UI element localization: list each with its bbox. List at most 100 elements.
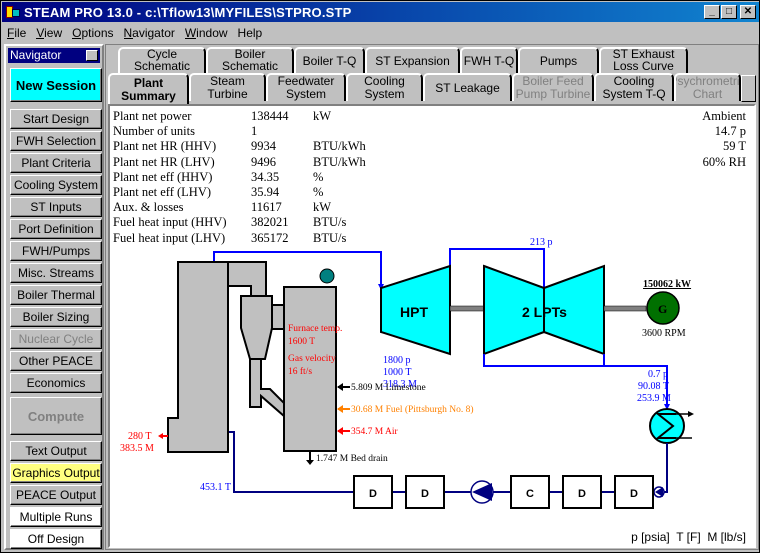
heater-type-label: D xyxy=(421,488,429,500)
maximize-icon: □ xyxy=(725,6,733,17)
nav-button-fwh-pumps[interactable]: FWH/Pumps xyxy=(10,241,102,261)
app-icon[interactable] xyxy=(5,4,21,20)
cyclone[interactable] xyxy=(240,295,273,360)
new-session-button[interactable]: New Session xyxy=(10,68,102,102)
cyclone-duct xyxy=(271,304,285,330)
nav-button-text-output[interactable]: Text Output xyxy=(10,441,102,461)
summary-value: 9496 xyxy=(251,154,276,169)
generator[interactable] xyxy=(646,291,680,325)
nav-button-start-design[interactable]: Start Design xyxy=(10,109,102,129)
nav-button-off-design[interactable]: Off Design xyxy=(10,529,102,549)
summary-value: 138444 xyxy=(251,109,289,123)
main-steam-line xyxy=(213,251,382,288)
tab-st-leakage[interactable]: ST Leakage xyxy=(423,73,512,101)
menu-accel-underline xyxy=(36,37,45,39)
nav-button-nuclear-cycle[interactable]: Nuclear Cycle xyxy=(10,329,102,349)
tab-label-line1: ST Expansion xyxy=(375,53,450,68)
summary-unit: % xyxy=(313,169,324,184)
main-steam-temp: 1000 T xyxy=(383,367,411,378)
tab-psychrometric-chart[interactable]: PsychrometricChart xyxy=(674,73,741,101)
tab-fwh-t-q[interactable]: FWH T-Q xyxy=(460,47,518,73)
minimize-button[interactable]: _ xyxy=(704,5,720,19)
steam-drum xyxy=(319,268,335,284)
menu-label: Window xyxy=(184,25,228,40)
tab-label: ST Expansion xyxy=(375,53,450,68)
summary-value: 382021 xyxy=(251,215,289,230)
tab-pumps[interactable]: Pumps xyxy=(518,47,599,73)
nav-button-peace-output[interactable]: PEACE Output xyxy=(10,485,102,505)
nav-button-boiler-sizing[interactable]: Boiler Sizing xyxy=(10,307,102,327)
summary-value: 1 xyxy=(251,124,258,139)
nav-button-boiler-thermal[interactable]: Boiler Thermal xyxy=(10,285,102,305)
menu-file[interactable]: File xyxy=(2,26,31,40)
nav-button-graphics-output[interactable]: Graphics Output xyxy=(10,463,102,483)
tab-label-line1: Pumps xyxy=(539,53,578,68)
maximize-button[interactable]: □ xyxy=(721,5,737,19)
feedwater-heater-2[interactable] xyxy=(405,475,445,509)
nav-button-other-peace[interactable]: Other PEACE xyxy=(10,351,102,371)
menu-help[interactable]: Help xyxy=(233,26,268,40)
title-bar[interactable]: STEAM PRO 13.0 - c:\Tflow13\MYFILES\STPR… xyxy=(2,2,759,22)
feedwater-heater-1[interactable] xyxy=(353,475,393,509)
close-button[interactable]: ✕ xyxy=(740,5,756,19)
summary-label: Aux. & losses xyxy=(113,200,184,215)
tab-st-expansion[interactable]: ST Expansion xyxy=(365,47,460,73)
navigator-close-icon[interactable] xyxy=(86,50,98,61)
menu-view[interactable]: View xyxy=(31,26,67,40)
main-steam-flow: 318.3 M xyxy=(383,379,417,390)
tab-label-line2: System xyxy=(285,87,326,101)
stack-arrow xyxy=(158,433,163,439)
menu-options[interactable]: Options xyxy=(67,26,118,40)
boiler-backpass[interactable] xyxy=(167,261,229,453)
summary-row: Plant net eff (LHV)35.94% xyxy=(113,185,353,200)
compute-button[interactable]: Compute xyxy=(10,397,102,435)
menu-label: File xyxy=(7,25,27,40)
nav-button-fwh-selection[interactable]: FWH Selection xyxy=(10,131,102,151)
ambient-temperature: 59 T xyxy=(722,139,746,154)
summary-unit: BTU/kWh xyxy=(313,139,366,154)
feedwater-temp: 453.1 T xyxy=(200,482,231,493)
hpt-turbine[interactable] xyxy=(380,264,451,356)
menu-label: Help xyxy=(237,25,263,40)
tab-label-line2: Summary xyxy=(121,88,176,103)
feedwater-heater-3[interactable] xyxy=(510,475,550,509)
nav-button-st-inputs[interactable]: ST Inputs xyxy=(10,197,102,217)
furnace[interactable] xyxy=(283,286,337,452)
nav-button-plant-criteria[interactable]: Plant Criteria xyxy=(10,153,102,173)
tab-label-line2: Schematic xyxy=(221,59,279,73)
menu-window[interactable]: Window xyxy=(180,26,233,40)
stack-flow: 383.5 M xyxy=(120,443,154,454)
generator-shaft xyxy=(603,305,647,312)
nav-button-economics[interactable]: Economics xyxy=(10,373,102,393)
crossover-pressure: 213 p xyxy=(530,237,553,248)
menu-accel-underline xyxy=(184,37,196,39)
tab-scroll-button[interactable] xyxy=(741,75,756,102)
menu-navigator[interactable]: Navigator xyxy=(119,26,180,40)
exhaust-temp: 90.08 T xyxy=(638,381,669,392)
menu-accel-underline xyxy=(7,37,14,39)
nav-button-cooling-system[interactable]: Cooling System xyxy=(10,175,102,195)
nav-button-multiple-runs[interactable]: Multiple Runs xyxy=(10,507,102,527)
feedwater-heater-5[interactable] xyxy=(614,475,654,509)
feedwater-heater-4[interactable] xyxy=(562,475,602,509)
nav-button-port-definition[interactable]: Port Definition xyxy=(10,219,102,239)
tab-label-line2: Chart xyxy=(692,87,723,101)
tab-boiler-t-q[interactable]: Boiler T-Q xyxy=(294,47,365,73)
menu-accel-underline xyxy=(72,37,82,39)
units-legend: p [psia] T [F] M [lb/s] xyxy=(631,530,746,544)
nav-button-misc-streams[interactable]: Misc. Streams xyxy=(10,263,102,283)
